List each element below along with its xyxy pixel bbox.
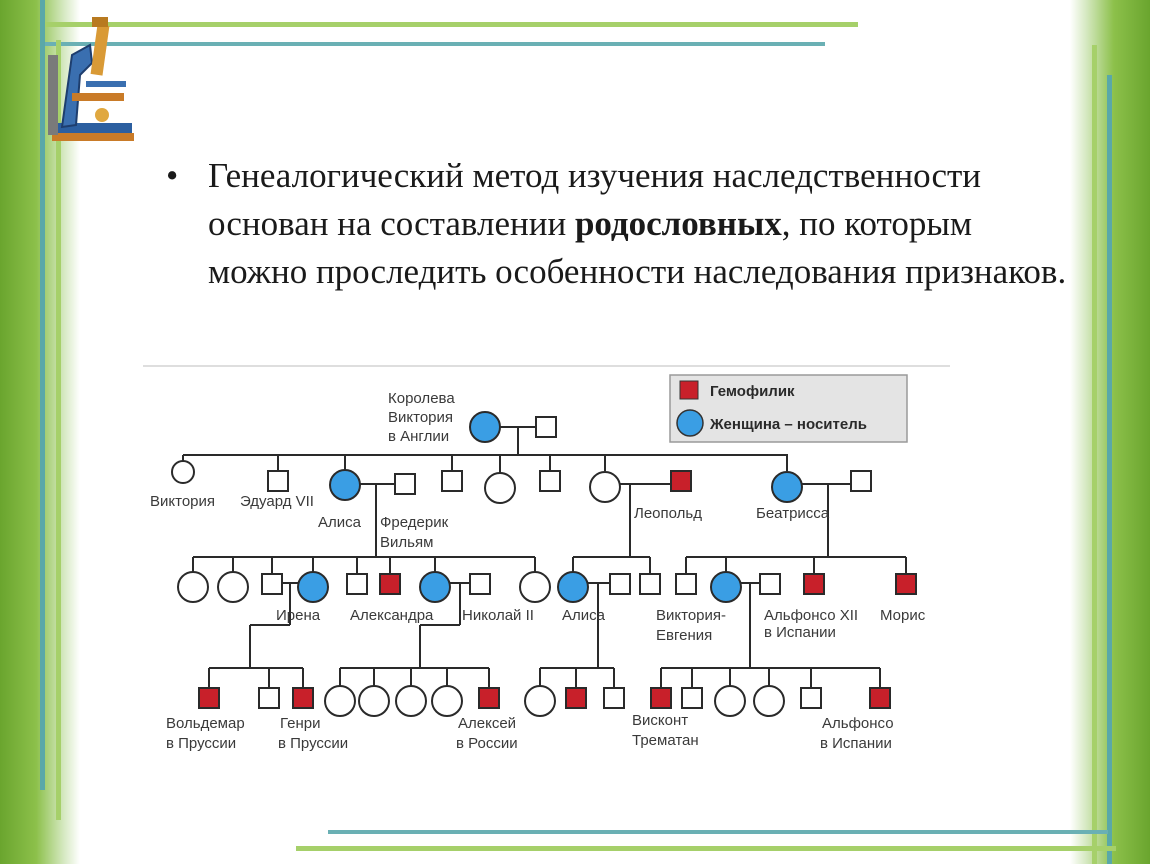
alfonso-hemophiliac — [869, 687, 891, 709]
queen-victoria-carrier — [469, 411, 501, 443]
irena-husband-male — [261, 573, 283, 595]
gen3-hemophiliac-1 — [379, 573, 401, 595]
gen4-male-1 — [258, 687, 280, 709]
label-aleksandra: Александра — [350, 607, 434, 624]
label-leopold: Леопольд — [634, 505, 702, 522]
label-frederik-1: Фредерик — [380, 514, 449, 531]
label-alfonso-2: в Испании — [820, 735, 892, 752]
legend-carrier-icon — [676, 409, 704, 437]
gen4-male-3 — [681, 687, 703, 709]
left-bar-teal — [40, 0, 45, 790]
label-nikolai: Николай II — [462, 607, 534, 624]
text-bold: родословных — [574, 204, 782, 243]
label-queen-2: Виктория — [388, 409, 453, 426]
label-aleksei-2: в России — [456, 735, 518, 752]
gen4-hemophiliac-1 — [565, 687, 587, 709]
gen3-female-1 — [177, 571, 209, 603]
son2-male — [539, 470, 561, 492]
gen3-male-1 — [346, 573, 368, 595]
gen4-male-4 — [800, 687, 822, 709]
eduard-male — [267, 470, 289, 492]
label-alfonso-1: Альфонсо — [822, 715, 894, 732]
label-moris: Морис — [880, 607, 926, 624]
label-eduard: Эдуард VII — [240, 493, 314, 510]
legend: Гемофилик Женщина – носитель — [669, 374, 908, 443]
label-irena: Ирена — [276, 607, 321, 624]
alisa2-husband-male — [609, 573, 631, 595]
right-bar-green — [1092, 45, 1097, 864]
label-vikt-evg-2: Евгения — [656, 627, 712, 644]
label-aleksei-1: Алексей — [458, 715, 516, 732]
son-male — [441, 470, 463, 492]
aleksei-hemophiliac — [478, 687, 500, 709]
left-bar-green — [56, 40, 61, 820]
pedigree-labels: Королева Виктория в Англии Виктория Эдуа… — [150, 390, 926, 752]
viktoria-evgeniya-carrier — [710, 571, 742, 603]
top-bar-teal — [40, 42, 825, 46]
gen4-male-2 — [603, 687, 625, 709]
viktoria-female — [171, 460, 195, 484]
genri-hemophiliac — [292, 687, 314, 709]
alisa2-carrier — [557, 571, 589, 603]
pedigree-lines — [182, 426, 907, 688]
label-voldemar-2: в Пруссии — [166, 735, 236, 752]
label-viktoria: Виктория — [150, 493, 215, 510]
label-queen-3: в Англии — [388, 428, 449, 445]
top-bar-green — [40, 22, 858, 27]
viskont-hemophiliac — [650, 687, 672, 709]
gen4-female-6 — [714, 685, 746, 717]
text-after: , по которым можно проследить особенност… — [208, 204, 1067, 291]
moris-hemophiliac — [895, 573, 917, 595]
alisa-carrier — [329, 469, 361, 501]
gen4-female-2 — [358, 685, 390, 717]
leopold-wife-female — [589, 471, 621, 503]
daughter-female — [484, 472, 516, 504]
label-viskont-1: Висконт — [632, 712, 688, 729]
gen3-male-3 — [675, 573, 697, 595]
slide-text: Генеалогический метод изучения наследств… — [208, 152, 1068, 296]
legend-carrier-label: Женщина – носитель — [709, 416, 867, 433]
legend-hemophiliac-label: Гемофилик — [710, 383, 795, 400]
microscope-icon — [48, 17, 134, 141]
label-vikt-evg-1: Виктория- — [656, 607, 726, 624]
frederik-male — [394, 473, 416, 495]
label-queen-1: Королева — [388, 390, 455, 407]
label-alfonso12-2: в Испании — [764, 624, 836, 641]
irena-carrier — [297, 571, 329, 603]
gen4-female-7 — [753, 685, 785, 717]
gen3-male-2 — [639, 573, 661, 595]
albert-male — [535, 416, 557, 438]
gen4-female-1 — [324, 685, 356, 717]
leopold-hemophiliac — [670, 470, 692, 492]
label-alfonso12-1: Альфонсо XII — [764, 607, 858, 624]
label-voldemar-1: Вольдемар — [166, 715, 245, 732]
bottom-bar-green — [296, 846, 1116, 851]
alfonso12-male — [759, 573, 781, 595]
gen3-female-2 — [217, 571, 249, 603]
bottom-bar-teal — [328, 830, 1108, 834]
label-genri-2: в Пруссии — [278, 735, 348, 752]
right-bar-teal — [1107, 75, 1112, 864]
gen4-female-4 — [431, 685, 463, 717]
gen4-female-5 — [524, 685, 556, 717]
beatrissa-husband-male — [850, 470, 872, 492]
gen3-hemophiliac-2 — [803, 573, 825, 595]
label-genri-1: Генри — [280, 715, 320, 732]
label-beatrissa: Беатрисса — [756, 505, 830, 522]
aleksandra-carrier — [419, 571, 451, 603]
label-viskont-2: Трематан — [632, 732, 699, 749]
label-alisa-2: Алиса — [562, 607, 606, 624]
voldemar-hemophiliac — [198, 687, 220, 709]
text-before: Генеалогический метод изучения наследств… — [208, 156, 982, 243]
label-frederik-2: Вильям — [380, 534, 433, 551]
nikolai-male — [469, 573, 491, 595]
gen3-female-3 — [519, 571, 551, 603]
gen4-female-3 — [395, 685, 427, 717]
bullet-marker: • — [166, 156, 179, 195]
legend-hemophiliac-icon — [679, 380, 699, 400]
beatrissa-carrier — [771, 471, 803, 503]
label-alisa-1: Алиса — [318, 514, 362, 531]
